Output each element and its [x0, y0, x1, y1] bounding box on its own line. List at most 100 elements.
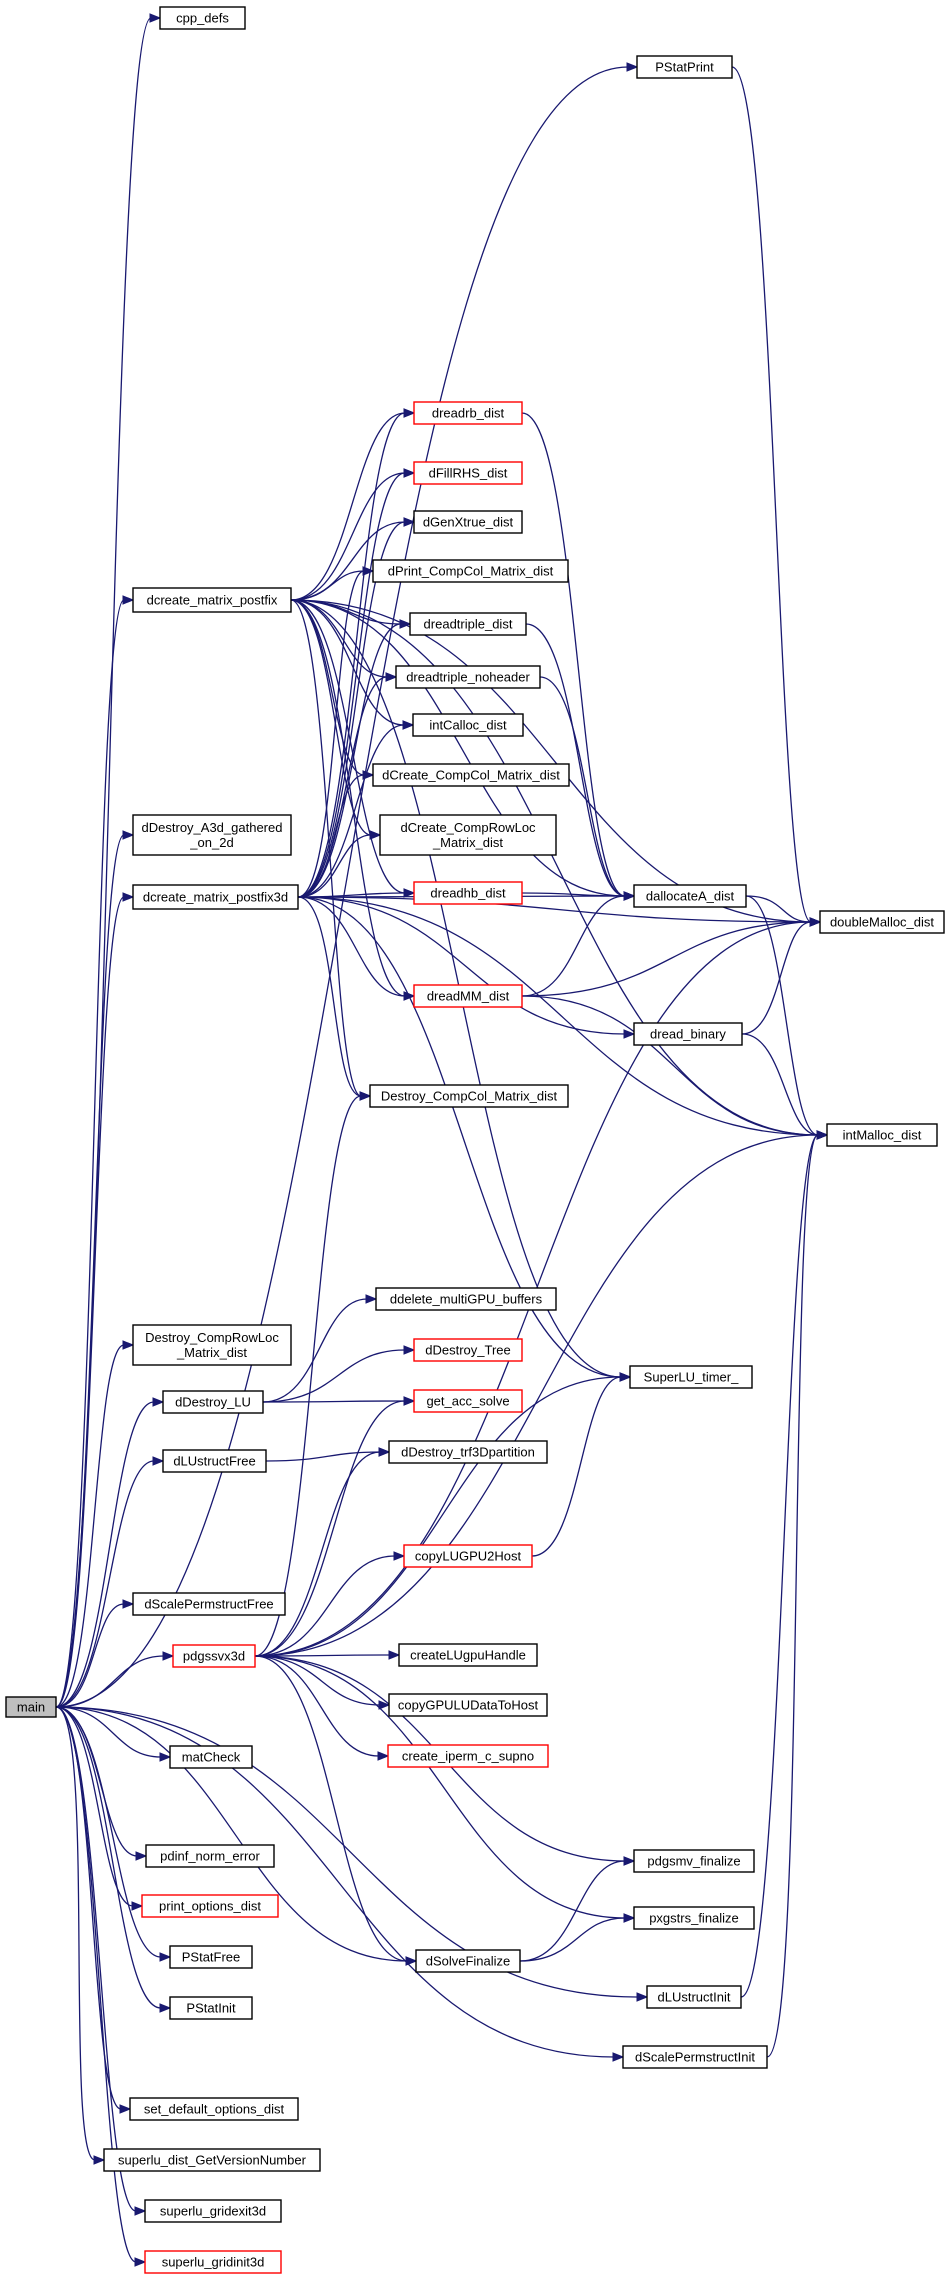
edge-pdgssvx3d-to-createLUgpuHandle: [254, 1650, 401, 1660]
node-dLUstructFree[interactable]: dLUstructFree: [162, 1449, 267, 1473]
edge-line: [766, 1134, 819, 2058]
node-dPrint_CompCol_Matrix_dist[interactable]: dPrint_CompCol_Matrix_dist: [372, 559, 569, 583]
node-dSolveFinalize[interactable]: dSolveFinalize: [415, 1949, 521, 1973]
edge-line: [254, 1451, 381, 1657]
edge-line: [297, 412, 406, 898]
node-copyGPULUDataToHost[interactable]: copyGPULUDataToHost: [388, 1693, 548, 1717]
arrowhead: [152, 1397, 165, 1407]
node-dLUstructInit[interactable]: dLUstructInit: [646, 1985, 742, 2009]
node-dCreate_CompRowLoc_Matrix_dist[interactable]: dCreate_CompRowLoc_Matrix_dist: [379, 814, 557, 856]
node-dGenXtrue_dist[interactable]: dGenXtrue_dist: [413, 510, 523, 534]
node-dreadhb_dist[interactable]: dreadhb_dist: [413, 881, 523, 905]
node-dDestroy_trf3Dpartition[interactable]: dDestroy_trf3Dpartition: [388, 1440, 548, 1464]
edge-line: [55, 1706, 615, 2058]
node-dDestroy_LU[interactable]: dDestroy_LU: [162, 1390, 264, 1414]
edge-main-to-dLUstructFree: [55, 1456, 165, 1708]
arrowhead: [623, 1856, 636, 1866]
edge-line: [290, 570, 365, 601]
node-label: dreadhb_dist: [430, 886, 506, 901]
node-Destroy_CompCol_Matrix_dist[interactable]: Destroy_CompCol_Matrix_dist: [369, 1084, 569, 1108]
node-superlu_gridexit3d[interactable]: superlu_gridexit3d: [144, 2199, 282, 2223]
node-dCreate_CompCol_Matrix_dist[interactable]: dCreate_CompCol_Matrix_dist: [372, 763, 570, 787]
node-dScalePermstructInit[interactable]: dScalePermstructInit: [622, 2045, 768, 2069]
node-createLUgpuHandle[interactable]: createLUgpuHandle: [398, 1643, 538, 1667]
edge-line: [55, 1401, 155, 1708]
node-dDestroy_A3d_gathered_on_2d[interactable]: dDestroy_A3d_gathered_on_2d: [132, 814, 292, 856]
node-get_acc_solve[interactable]: get_acc_solve: [413, 1389, 523, 1413]
node-ddelete_multiGPU_buffers[interactable]: ddelete_multiGPU_buffers: [375, 1287, 557, 1311]
node-dreadMM_dist[interactable]: dreadMM_dist: [413, 984, 523, 1008]
arrowhead: [402, 720, 415, 730]
edge-dcreate_matrix_postfix3d-to-dread_binary: [297, 896, 636, 1039]
node-SuperLU_timer_[interactable]: SuperLU_timer_: [629, 1365, 753, 1389]
node-Destroy_CompRowLoc_Matrix_dist[interactable]: Destroy_CompRowLoc_Matrix_dist: [132, 1324, 292, 1366]
arrowhead: [122, 595, 135, 605]
edge-dcreate_matrix_postfix-to-intMalloc_dist: [290, 599, 829, 1140]
node-create_iperm_c_supno[interactable]: create_iperm_c_supno: [387, 1744, 549, 1768]
node-dDestroy_Tree[interactable]: dDestroy_Tree: [413, 1338, 523, 1362]
node-copyLUGPU2Host[interactable]: copyLUGPU2Host: [403, 1544, 533, 1568]
node-dreadrb_dist[interactable]: dreadrb_dist: [413, 401, 523, 425]
node-dreadtriple_noheader[interactable]: dreadtriple_noheader: [395, 665, 541, 689]
node-box: [388, 1440, 548, 1464]
node-dFillRHS_dist[interactable]: dFillRHS_dist: [413, 461, 523, 485]
node-matCheck[interactable]: matCheck: [169, 1745, 253, 1769]
edge-line: [290, 412, 406, 601]
node-cpp_defs[interactable]: cpp_defs: [159, 6, 246, 30]
node-dreadtriple_dist[interactable]: dreadtriple_dist: [409, 612, 527, 636]
node-superlu_gridinit3d[interactable]: superlu_gridinit3d: [144, 2250, 282, 2274]
node-main[interactable]: main: [5, 1696, 57, 1718]
node-doubleMalloc_dist[interactable]: doubleMalloc_dist: [819, 910, 945, 934]
edge-pdgssvx3d-to-SuperLU_timer_: [254, 1372, 632, 1657]
arrowhead: [405, 1956, 418, 1966]
node-pxgstrs_finalize[interactable]: pxgstrs_finalize: [633, 1906, 755, 1930]
node-intMalloc_dist[interactable]: intMalloc_dist: [826, 1123, 938, 1147]
node-print_options_dist[interactable]: print_options_dist: [141, 1894, 279, 1918]
node-label: dread_binary: [650, 1027, 726, 1042]
edge-line: [297, 896, 812, 923]
node-pdgssvx3d[interactable]: pdgssvx3d: [172, 1644, 256, 1668]
edge-dcreate_matrix_postfix3d-to-dreadtriple_noheader: [297, 672, 398, 898]
node-dcreate_matrix_postfix3d[interactable]: dcreate_matrix_postfix3d: [132, 884, 299, 910]
edge-dScalePermstructInit-to-intMalloc_dist: [766, 1130, 829, 2058]
node-dread_binary[interactable]: dread_binary: [633, 1022, 743, 1046]
edge-line: [731, 66, 812, 923]
arrowhead: [93, 2155, 106, 2165]
node-set_default_options_dist[interactable]: set_default_options_dist: [129, 2097, 299, 2121]
node-intCalloc_dist[interactable]: intCalloc_dist: [412, 713, 524, 737]
node-box: [633, 884, 747, 908]
arrowhead: [159, 2003, 172, 2013]
edge-pdgssvx3d-to-get_acc_solve: [254, 1396, 416, 1657]
node-dScalePermstructFree[interactable]: dScalePermstructFree: [132, 1592, 286, 1616]
node-pdgsmv_finalize[interactable]: pdgsmv_finalize: [633, 1849, 755, 1873]
node-box: [132, 1324, 292, 1366]
edge-line: [262, 1349, 406, 1403]
edge-line: [55, 896, 125, 1708]
edge-dcreate_matrix_postfix3d-to-dCreate_CompCol_Matrix_dist: [297, 770, 375, 898]
node-box: [129, 2097, 299, 2121]
arrowhead: [122, 1340, 135, 1350]
edge-main-to-superlu_dist_GetVersionNumber: [55, 1706, 106, 2165]
node-superlu_dist_GetVersionNumber[interactable]: superlu_dist_GetVersionNumber: [103, 2148, 321, 2172]
edge-dcreate_matrix_postfix3d-to-dreadrb_dist: [297, 408, 416, 898]
node-dallocateA_dist[interactable]: dallocateA_dist: [633, 884, 747, 908]
node-label: print_options_dist: [159, 1899, 261, 1914]
node-label: copyLUGPU2Host: [415, 1549, 522, 1564]
node-dcreate_matrix_postfix[interactable]: dcreate_matrix_postfix: [132, 587, 292, 613]
edge-line: [290, 599, 365, 776]
node-PStatInit[interactable]: PStatInit: [169, 1996, 253, 2020]
edge-line: [741, 1033, 819, 1136]
node-label: create_iperm_c_supno: [402, 1749, 534, 1764]
edge-line: [254, 1655, 381, 1706]
node-pdinf_norm_error[interactable]: pdinf_norm_error: [145, 1844, 275, 1868]
edge-line: [254, 1134, 819, 1657]
edge-dcreate_matrix_postfix3d-to-dFillRHS_dist: [297, 468, 416, 898]
edge-main-to-dcreate_matrix_postfix: [55, 595, 135, 1708]
edge-line: [55, 1706, 122, 2110]
node-label: dDestroy_LU: [175, 1395, 251, 1410]
edge-line: [55, 1706, 162, 1758]
edge-copyLUGPU2Host-to-SuperLU_timer_: [531, 1372, 632, 1557]
node-PStatFree[interactable]: PStatFree: [169, 1945, 253, 1969]
node-PStatPrint[interactable]: PStatPrint: [636, 55, 733, 79]
node-box: [162, 1449, 267, 1473]
